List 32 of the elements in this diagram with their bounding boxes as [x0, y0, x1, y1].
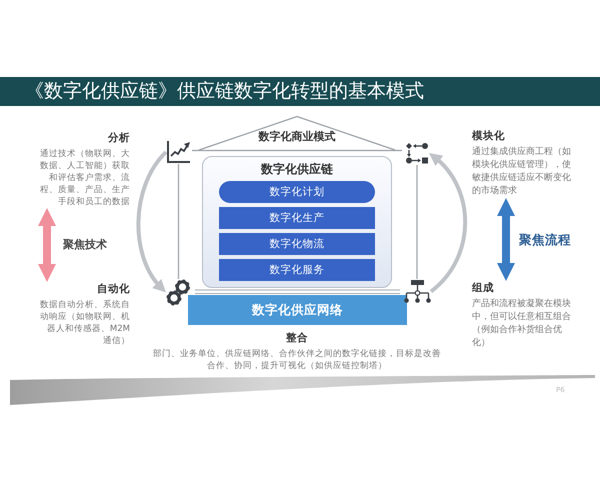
curved-arrow — [429, 152, 468, 293]
capability-band — [219, 259, 375, 281]
section-heading: 整合 — [285, 331, 309, 345]
double-arrow — [497, 198, 515, 281]
curved-arrow — [136, 150, 168, 293]
section-heading: 模块化 — [472, 129, 506, 143]
band-label: 数字化计划 — [270, 185, 324, 199]
section-heading: 自动化 — [96, 282, 130, 296]
description-text: 通过集成供应商工程（如模块化供应链管理），使敏捷供应链适应不断变化的市场需求 — [472, 146, 572, 198]
bar-label: 数字化供应网络 — [252, 302, 343, 318]
band-label: 数字化生产 — [270, 211, 324, 225]
description-text: 产品和流程被凝聚在模块中，但可以任意相互组合（例如合作补货组合优化） — [472, 298, 572, 350]
edge-label: 聚焦流程 — [519, 230, 571, 248]
capability-pill — [219, 181, 375, 203]
title-text: 《数字化供应链》供应链数字化转型的基本模式 — [25, 79, 424, 104]
panel — [202, 156, 392, 288]
band-label: 数字化物流 — [270, 237, 324, 251]
capability-band — [219, 207, 375, 229]
band-label: 数字化服务 — [270, 263, 324, 277]
description-text: 部门、业务单位、供应链网络、合作伙伴之间的数字化链接，目标是改善合作、协同，提升可视化（如供应链控制塔） — [152, 348, 442, 372]
pillar-line — [416, 165, 418, 279]
capability-band — [219, 233, 375, 255]
section-heading: 组成 — [472, 281, 495, 295]
description-text: 通过技术（物联网、大数据、人工智能）获取和评估客户需求、流程、质量、产品、生产手段和员工的数据 — [39, 148, 130, 208]
description-text: 数据自动分析、系统自动响应（如物联网、机器人和传感器、M2M通信） — [39, 299, 130, 347]
pillar-line — [178, 164, 180, 279]
edge-label: 聚焦技术 — [63, 237, 107, 253]
section-heading: 分析 — [106, 131, 130, 145]
roof-title: 数字化商业模式 — [257, 130, 336, 144]
double-arrow — [38, 208, 56, 282]
foundation-bar — [188, 295, 407, 325]
panel-title: 数字化供应链 — [260, 161, 334, 177]
